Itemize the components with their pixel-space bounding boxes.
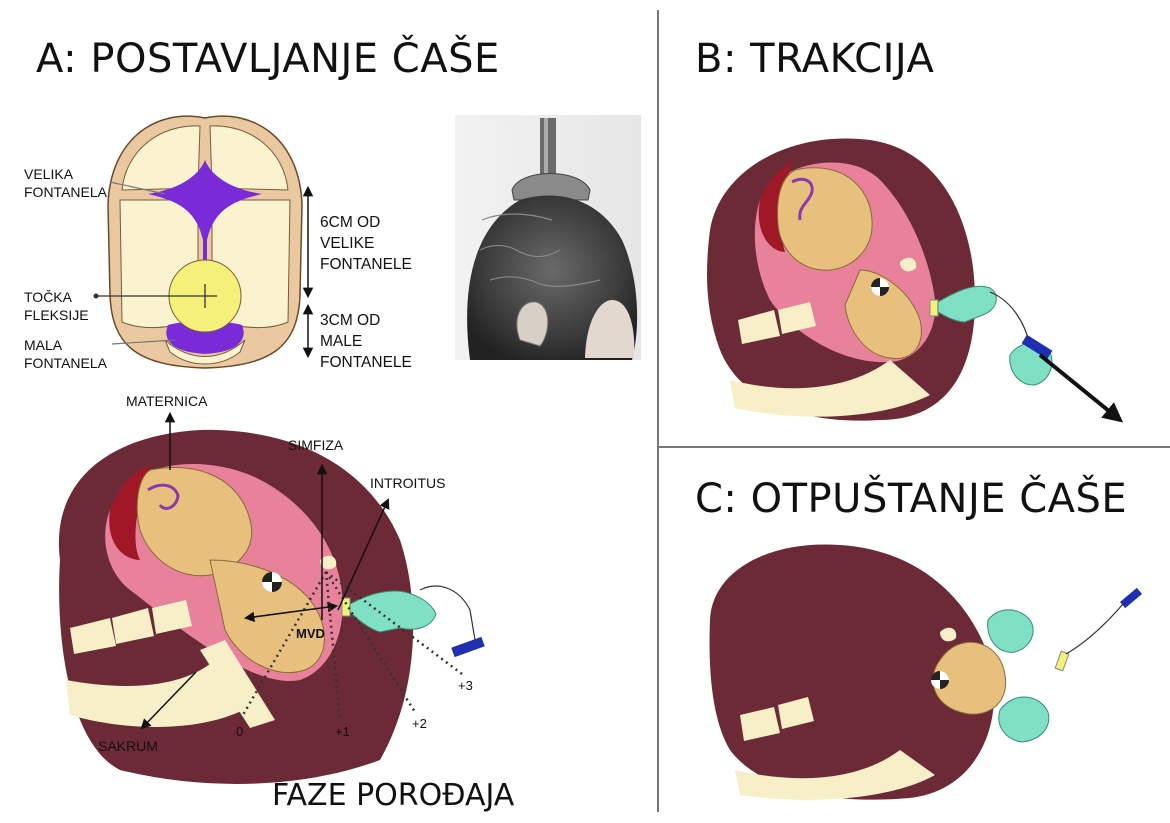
label-maternica: MATERNICA xyxy=(126,392,207,410)
handle-icon xyxy=(451,637,484,657)
label-sakrum: SAKRUM xyxy=(98,737,158,755)
label-mvd: MVD xyxy=(296,626,325,641)
cup-on-head-photo xyxy=(455,115,641,360)
label-simfiza: SIMFIZA xyxy=(288,436,343,454)
label-tocka-fleksije: TOČKA FLEKSIJE xyxy=(24,288,89,324)
label-introitus: INTROITUS xyxy=(370,474,445,492)
label-3cm-distance: 3CM OD MALE FONTANELE xyxy=(320,310,412,373)
label-6cm-distance: 6CM OD VELIKE FONTANELE xyxy=(320,212,412,275)
fetal-skull-diagram xyxy=(94,116,309,368)
label-mala-fontanela: MALA FONTANELA xyxy=(24,336,107,372)
station-plus-3: +3 xyxy=(458,678,473,693)
label-velika-fontanela: VELIKA FONTANELA xyxy=(24,165,107,201)
traction-diagram xyxy=(707,138,1120,420)
station-plus-2: +2 xyxy=(412,716,427,731)
station-plus-1: +1 xyxy=(335,724,350,739)
caption-faze-porodaja: FAZE POROĐAJA xyxy=(272,778,514,813)
station-0: 0 xyxy=(236,724,243,739)
release-diagram xyxy=(710,544,1142,799)
